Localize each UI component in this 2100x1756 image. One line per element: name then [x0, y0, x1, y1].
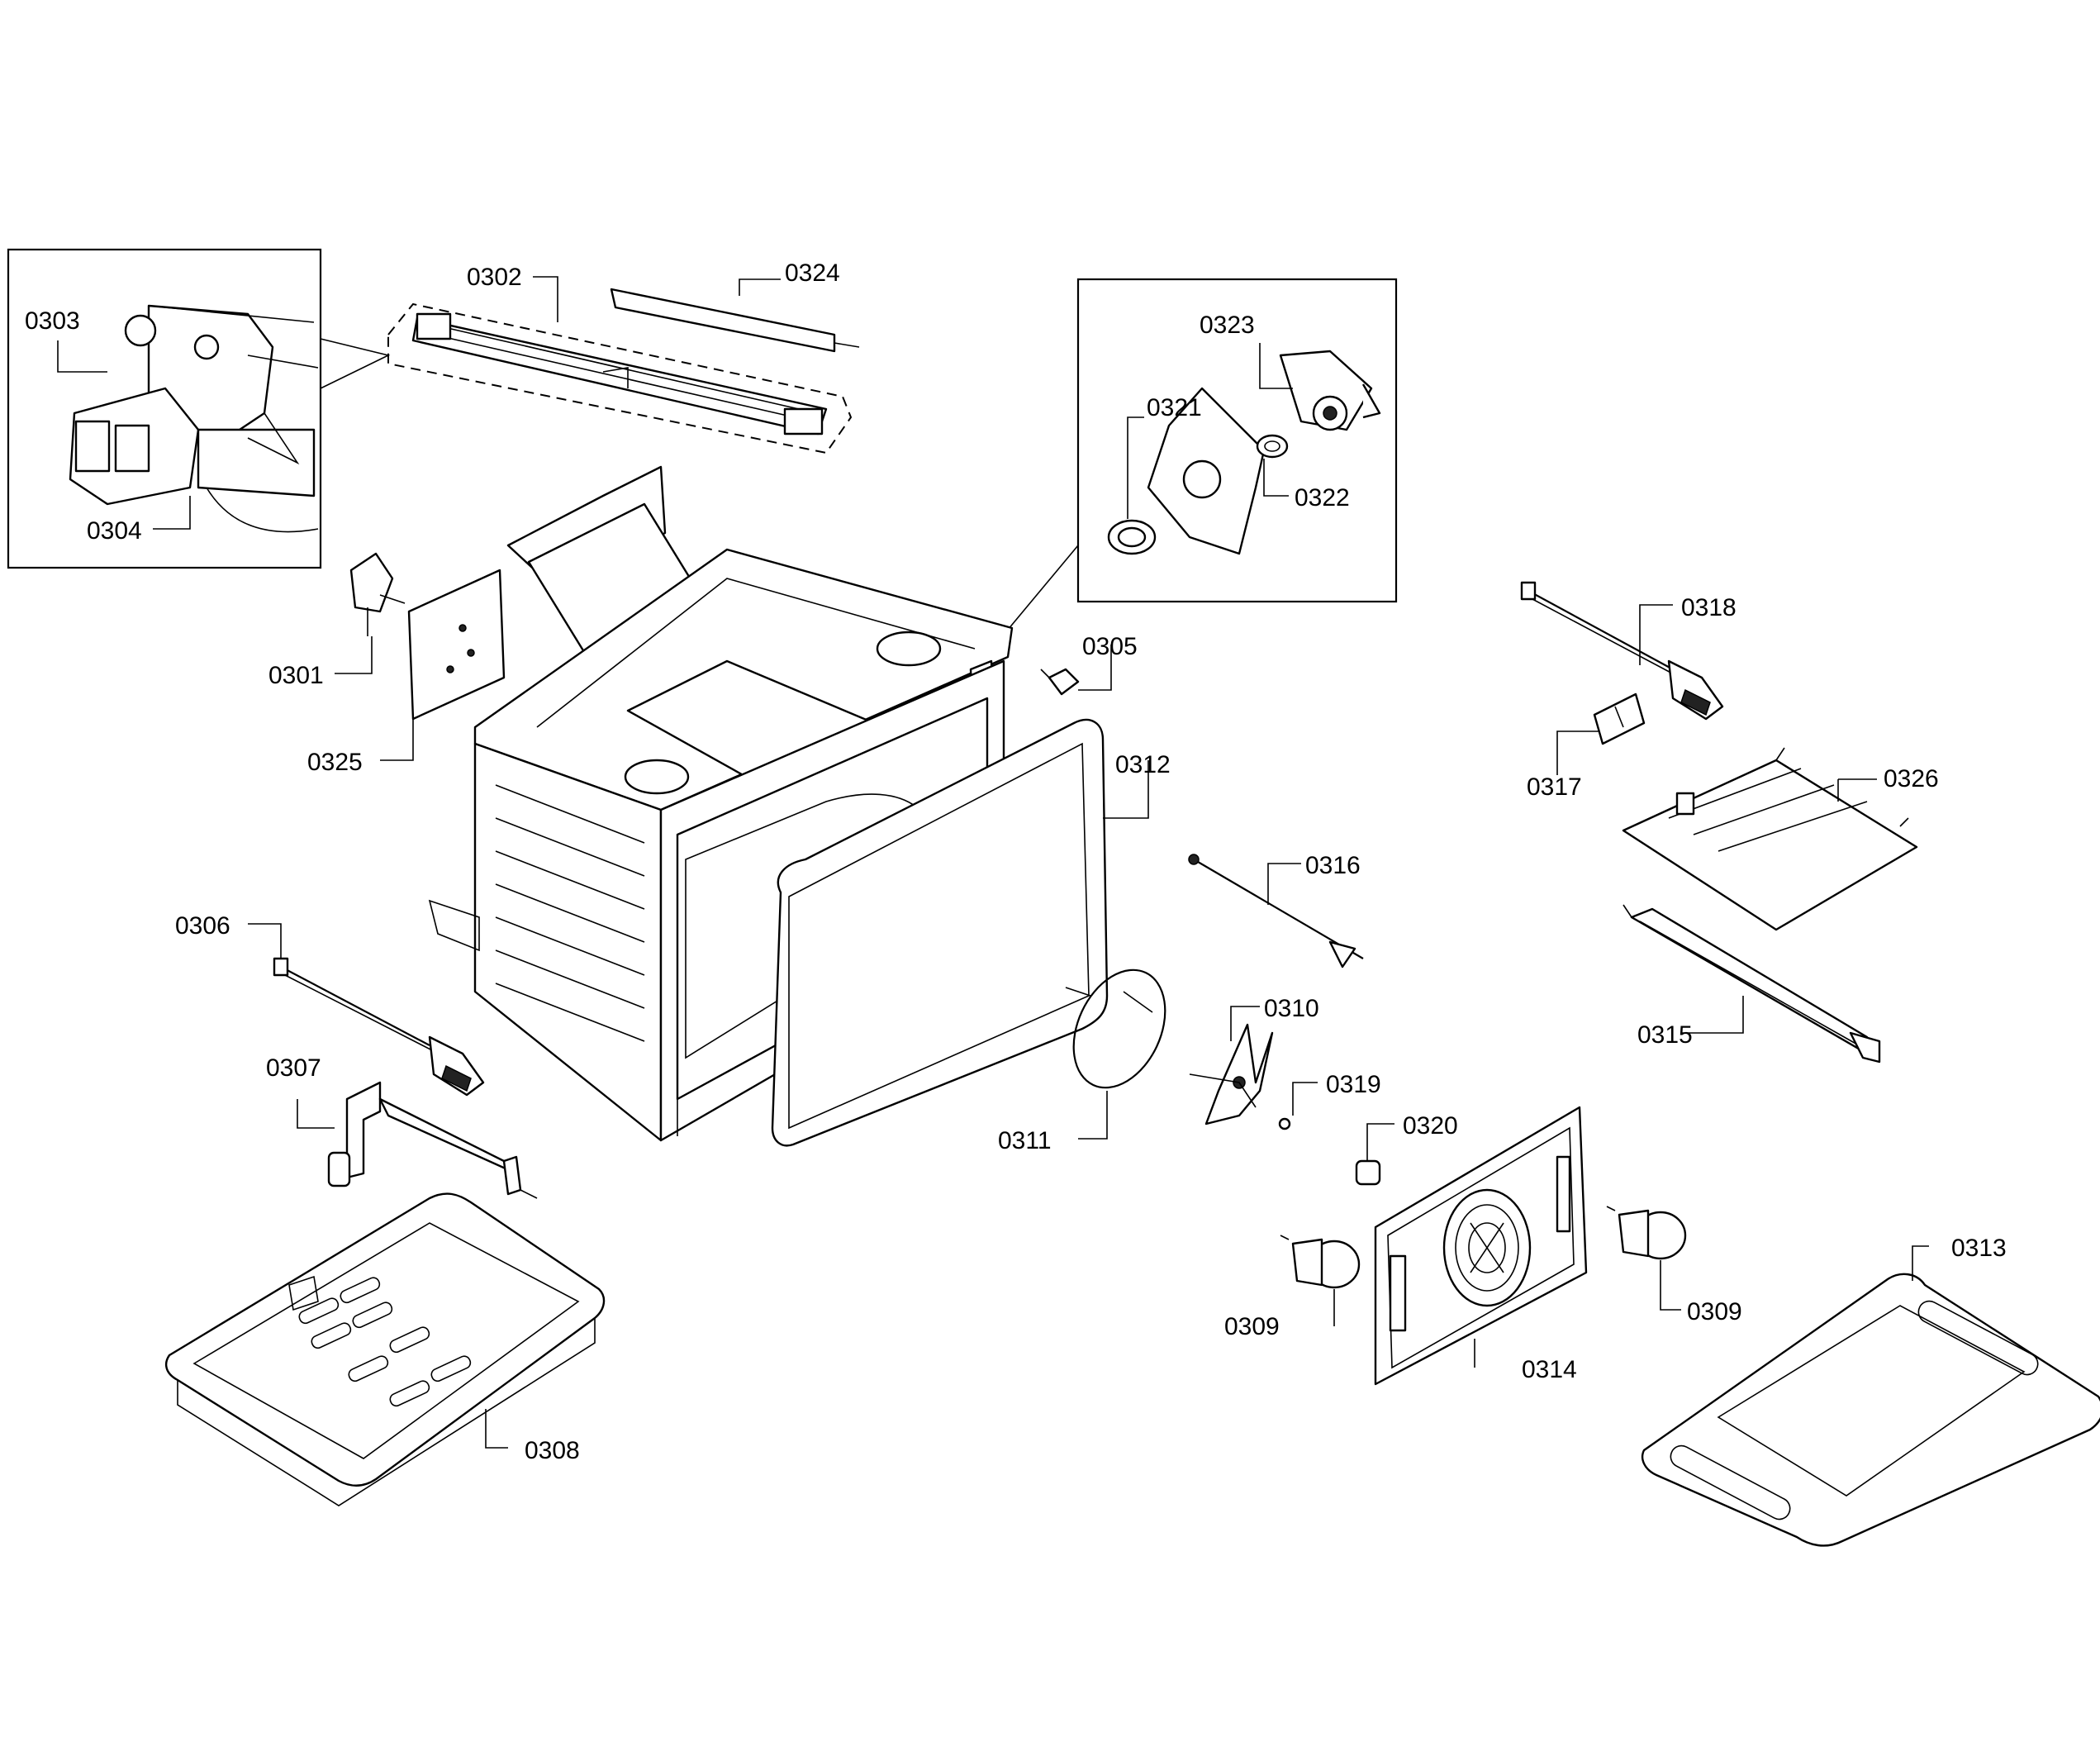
part-0305-connector — [1040, 668, 1080, 696]
label-0318: 0318 — [1681, 594, 1737, 621]
part-0319-nut — [1278, 1117, 1291, 1130]
leader-lines — [57, 276, 1929, 1449]
part-0309-lamp-left — [1280, 1235, 1361, 1289]
part-0310-fan-blade — [1189, 1023, 1274, 1125]
label-0303: 0303 — [25, 307, 80, 335]
part-0317-plate — [1593, 692, 1646, 745]
label-0319: 0319 — [1326, 1071, 1381, 1098]
label-0322: 0322 — [1295, 484, 1350, 512]
label-0326: 0326 — [1884, 765, 1939, 792]
label-0305: 0305 — [1082, 633, 1138, 660]
part-0325-plate — [407, 569, 506, 721]
part-0324-strip — [610, 288, 860, 353]
label-0325: 0325 — [307, 749, 363, 776]
part-0302-rail-assembly — [387, 302, 853, 454]
label-0316: 0316 — [1305, 852, 1361, 879]
label-0301: 0301 — [268, 662, 324, 689]
label-0314: 0314 — [1522, 1356, 1577, 1383]
part-0313-tray — [1641, 1273, 2100, 1547]
label-0320: 0320 — [1403, 1112, 1458, 1140]
label-0308: 0308 — [525, 1437, 580, 1464]
label-0304: 0304 — [87, 517, 142, 545]
label-0309-right: 0309 — [1687, 1298, 1742, 1325]
part-labels: 0303 0304 0302 0324 0323 0321 0322 0301 … — [25, 259, 2007, 1464]
inset-convection-parts — [974, 278, 1398, 670]
part-0318-wire-harness — [1520, 581, 1724, 721]
part-0308-broil-pan — [164, 1192, 606, 1506]
label-0313: 0313 — [1951, 1235, 2007, 1262]
part-0315-element — [1623, 904, 1881, 1064]
label-0315: 0315 — [1637, 1021, 1693, 1049]
label-0317: 0317 — [1527, 773, 1582, 801]
part-0309-lamp-right — [1606, 1206, 1687, 1260]
part-0320-bushing — [1355, 1159, 1381, 1186]
label-0302: 0302 — [467, 264, 522, 291]
part-0326-shield — [1622, 747, 1918, 931]
label-0306: 0306 — [175, 912, 230, 940]
part-0314-fan-cover — [1374, 1106, 1588, 1386]
part-0307-bracket — [327, 1081, 538, 1199]
part-0311-ring-element — [1065, 968, 1166, 1089]
label-0309-left: 0309 — [1224, 1313, 1280, 1340]
label-0323: 0323 — [1200, 312, 1255, 339]
label-0312: 0312 — [1115, 751, 1171, 778]
part-0301-switch — [349, 552, 406, 636]
label-0310: 0310 — [1264, 995, 1319, 1022]
label-0311: 0311 — [998, 1127, 1052, 1154]
label-0307: 0307 — [266, 1054, 321, 1082]
part-0316-rod — [1188, 854, 1364, 968]
label-0321: 0321 — [1147, 394, 1202, 421]
part-0312-gasket — [771, 718, 1109, 1147]
label-0324: 0324 — [785, 259, 840, 287]
inset-fan-motor — [7, 248, 391, 569]
part-0306-wire-harness — [273, 957, 485, 1097]
